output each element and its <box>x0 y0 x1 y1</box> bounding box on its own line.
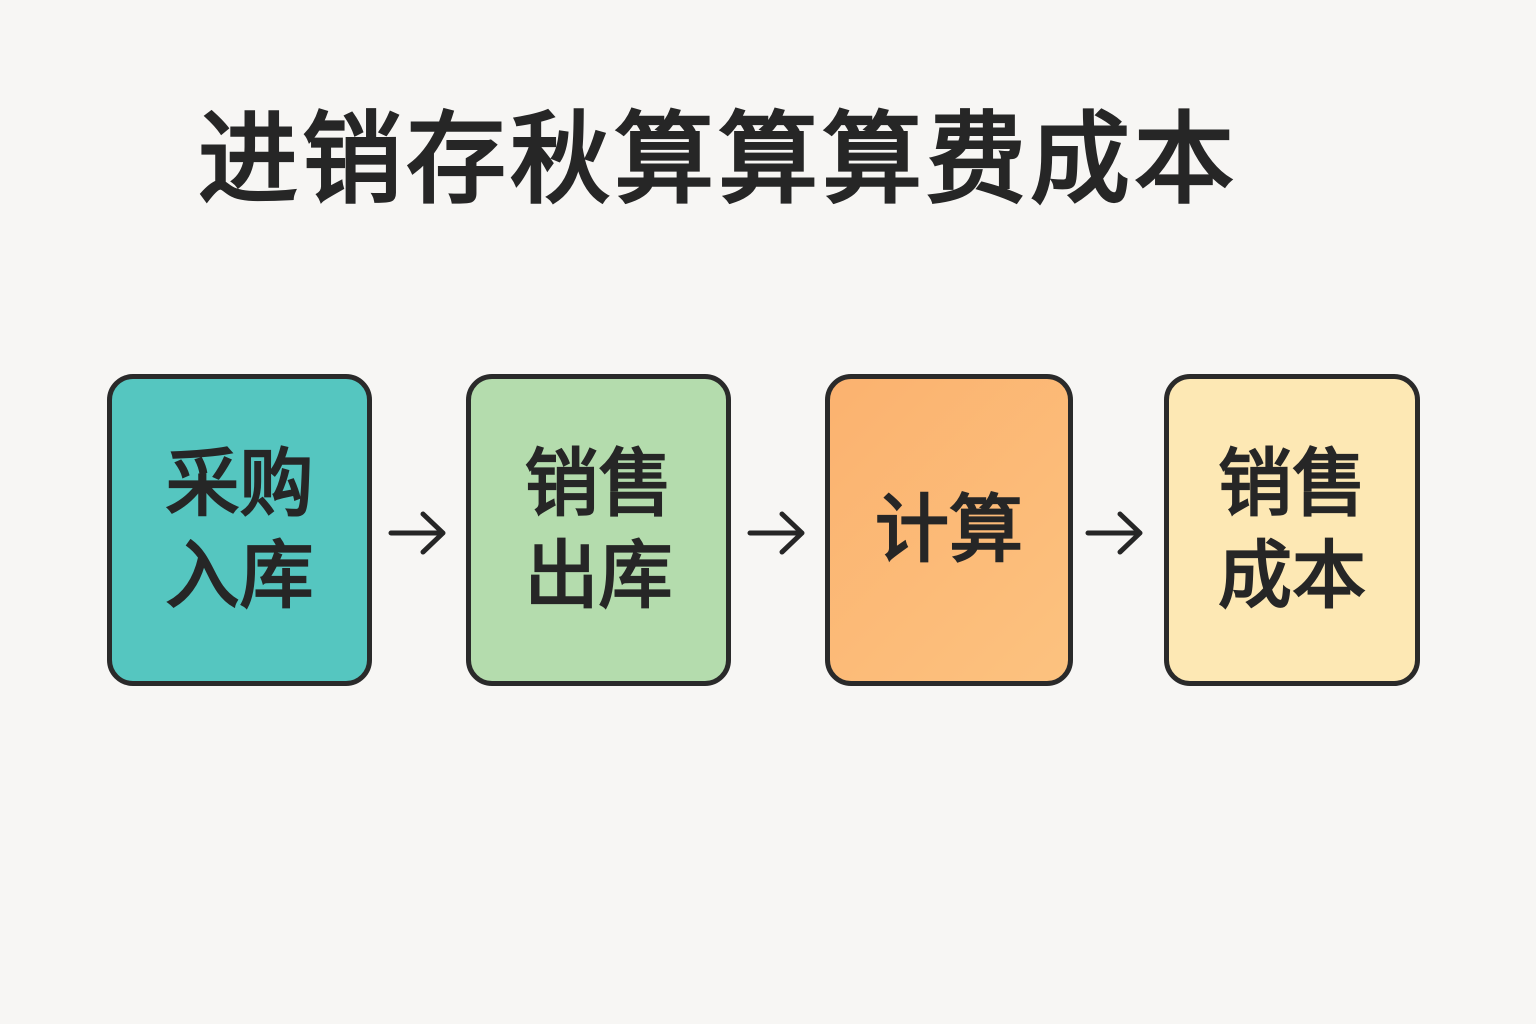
step-purchase-inbound: 采购入库 <box>107 374 372 686</box>
step-label: 计算 <box>875 487 1023 573</box>
step-label: 销售成本 <box>1218 441 1366 619</box>
right-arrow-icon <box>1085 511 1143 555</box>
step-calculate: 计算 <box>825 374 1073 686</box>
step-sales-outbound: 销售出库 <box>466 374 731 686</box>
right-arrow-icon <box>388 511 446 555</box>
right-arrow-icon <box>747 511 805 555</box>
diagram-title: 进销存秋算算算费成本 <box>198 101 1238 218</box>
step-label: 销售出库 <box>524 441 673 619</box>
step-label: 采购入库 <box>165 441 314 619</box>
step-sales-cost: 销售成本 <box>1164 374 1420 686</box>
